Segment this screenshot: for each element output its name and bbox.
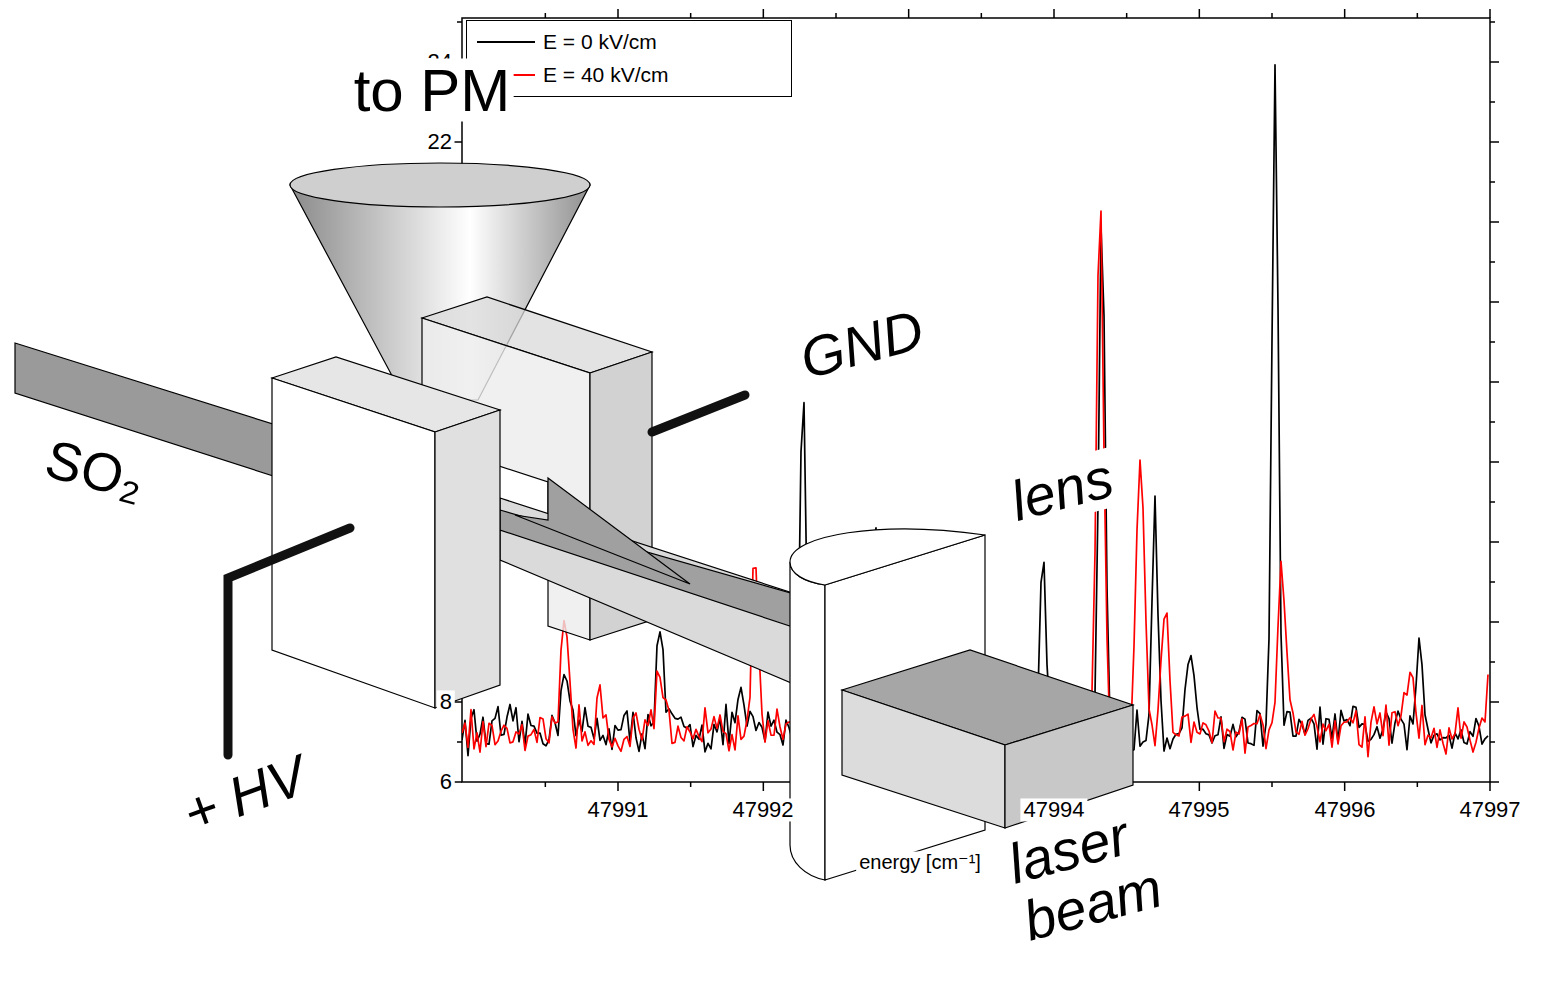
- legend-text: E = 40 kV/cm: [543, 63, 668, 87]
- x-tick-label: 47991: [584, 798, 651, 821]
- lens-curved-side: [790, 562, 825, 880]
- y-tick: [1490, 301, 1499, 303]
- x-tick: [1344, 782, 1346, 791]
- x-tick: [617, 782, 619, 791]
- x-tick: [1344, 9, 1346, 18]
- y-tick: [1490, 581, 1495, 583]
- hv-wire: [228, 528, 350, 755]
- y-tick: [1490, 781, 1499, 783]
- y-tick: [1490, 701, 1499, 703]
- x-tick: [1271, 13, 1273, 18]
- y-tick: [1490, 261, 1495, 263]
- detector-label: to PM: [351, 59, 514, 122]
- y-tick-label: 8: [437, 690, 455, 713]
- y-tick: [1490, 661, 1495, 663]
- x-tick: [1417, 13, 1419, 18]
- x-tick: [1489, 782, 1491, 791]
- y-tick: [457, 741, 462, 743]
- legend-line: [477, 41, 535, 43]
- y-tick: [1490, 421, 1495, 423]
- y-tick: [1490, 61, 1499, 63]
- lens-top: [790, 529, 985, 585]
- x-tick: [690, 13, 692, 18]
- y-tick-label: 22: [425, 130, 455, 153]
- y-tick: [1490, 21, 1495, 23]
- y-tick: [457, 21, 462, 23]
- y-tick: [1490, 141, 1499, 143]
- x-tick-label: 47995: [1165, 798, 1232, 821]
- x-tick: [1126, 13, 1128, 18]
- hv-electrode-front: [272, 378, 435, 708]
- x-tick: [1199, 9, 1201, 18]
- x-tick: [1271, 782, 1273, 787]
- voltage-label: + HV: [173, 745, 317, 845]
- x-tick: [690, 782, 692, 787]
- hv-electrode-side: [435, 410, 500, 708]
- legend-entry: E = 0 kV/cm: [475, 25, 783, 58]
- y-tick: [1490, 541, 1499, 543]
- cone-opening: [290, 163, 590, 207]
- x-tick: [908, 9, 910, 18]
- x-tick: [763, 9, 765, 18]
- y-tick: [1490, 181, 1495, 183]
- traces: [462, 65, 1488, 757]
- axis-title: energy [cm⁻¹]: [856, 852, 984, 873]
- trace-high-field: [462, 211, 1488, 757]
- x-tick: [763, 782, 765, 791]
- x-tick: [1053, 9, 1055, 18]
- plot-frame: [462, 18, 1490, 782]
- axis-ticks: [453, 9, 1499, 791]
- x-tick-label: 47992: [729, 798, 796, 821]
- y-tick: [1490, 621, 1499, 623]
- x-tick: [1489, 9, 1491, 18]
- y-tick: [1490, 461, 1499, 463]
- x-tick: [545, 782, 547, 787]
- x-tick: [981, 13, 983, 18]
- legend-text: E = 0 kV/cm: [543, 30, 657, 54]
- y-tick: [1490, 101, 1495, 103]
- y-tick: [1490, 341, 1495, 343]
- y-tick-label: 6: [437, 770, 455, 793]
- beam-focus-wedge: [515, 478, 690, 584]
- laser-box-front: [842, 690, 1005, 828]
- legend-box: E = 0 kV/cm E = 40 kV/cm: [466, 20, 792, 97]
- x-tick: [617, 9, 619, 18]
- gas-label: SO₂: [37, 429, 153, 511]
- y-tick: [1490, 381, 1499, 383]
- y-tick: [1490, 501, 1495, 503]
- x-tick: [1417, 782, 1419, 787]
- x-tick: [1199, 782, 1201, 791]
- x-tick: [835, 13, 837, 18]
- legend-entry: E = 40 kV/cm: [475, 58, 783, 91]
- legend-sample: [475, 32, 537, 52]
- ground-wire: [652, 395, 745, 432]
- x-tick-label: 47996: [1311, 798, 1378, 821]
- trace-zero-field: [462, 65, 1488, 756]
- focused-beam: [500, 510, 808, 632]
- y-tick: [1490, 741, 1495, 743]
- y-tick: [1490, 221, 1499, 223]
- x-tick-label: 47997: [1456, 798, 1523, 821]
- x-tick: [545, 13, 547, 18]
